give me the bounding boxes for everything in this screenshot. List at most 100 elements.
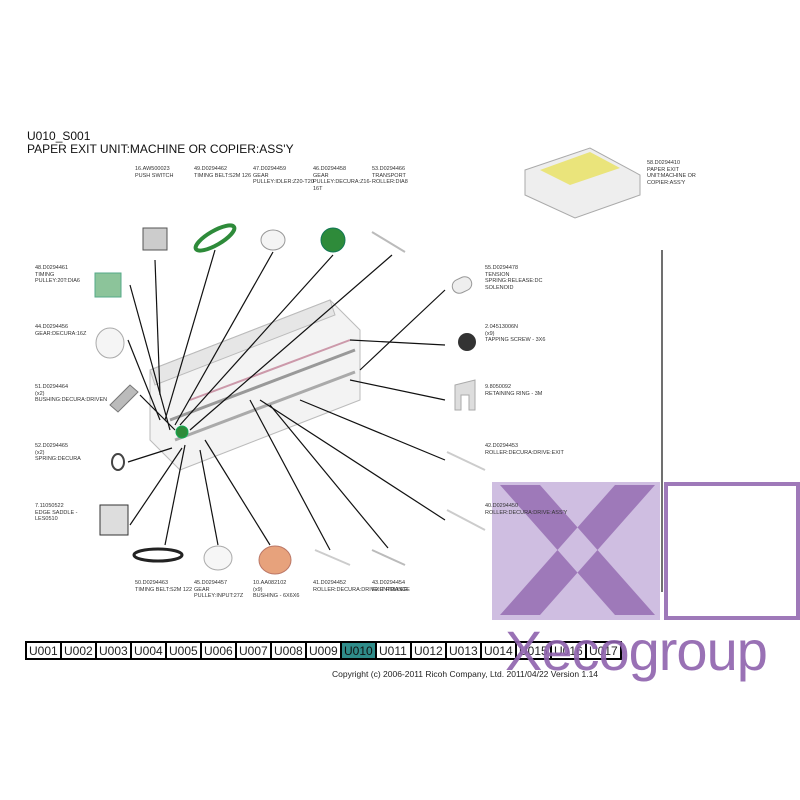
tab-u007[interactable]: U007	[236, 642, 271, 659]
part-number: 46.D0294458	[313, 166, 347, 172]
part-desc: TENSION SPRING:RELEASE:DC SOLENOID	[485, 271, 543, 291]
part-number: 9.8050092	[485, 384, 511, 390]
gear-pulley-green-icon	[320, 227, 346, 253]
part-label[interactable]: 52.D0294465(x2)SPRING:DECURA	[35, 443, 93, 463]
tab-u014[interactable]: U014	[481, 642, 516, 659]
roller-entrance-icon	[314, 549, 351, 566]
part-desc: ROLLER:DECURA:DRIVE:ENTRANCE	[313, 586, 410, 593]
tab-u005[interactable]: U005	[166, 642, 201, 659]
copyright-text: Copyright (c) 2006-2011 Ricoh Company, L…	[332, 669, 599, 679]
edge-saddle-icon	[99, 504, 129, 536]
part-desc: RETAINING RING - 3M	[485, 390, 543, 397]
part-qty: (x2)	[35, 390, 45, 397]
gear-pulley-input-icon	[203, 545, 233, 571]
tab-u004[interactable]: U004	[131, 642, 166, 659]
tab-u015[interactable]: U015	[516, 642, 551, 659]
part-label[interactable]: 51.D0294464(x2)BUSHING:DECURA:DRIVEN	[35, 384, 107, 404]
part-number: 43.D0294454	[372, 580, 406, 586]
part-desc: GEAR PULLEY:DECURA:Z16-16T	[313, 172, 372, 192]
part-number: 49.D0294462	[194, 166, 228, 172]
part-desc: TRANSPORT ROLLER:DIA8	[372, 172, 408, 186]
part-number: 2.04513006N	[485, 324, 519, 330]
part-qty: (x2)	[35, 449, 45, 456]
retaining-ring-icon	[454, 379, 476, 411]
part-qty: (x9)	[485, 330, 495, 337]
part-number: 42.D0294453	[485, 443, 519, 449]
part-number: 45.D0294457	[194, 580, 228, 586]
tab-u006[interactable]: U006	[201, 642, 236, 659]
push-switch-icon	[142, 227, 168, 251]
main-assembly-drawing	[149, 299, 361, 471]
tab-u012[interactable]: U012	[411, 642, 446, 659]
tapping-screw-icon	[458, 333, 476, 351]
part-number: 55.D0294478	[485, 265, 519, 271]
part-desc: ROLLER:DECURA:DRIVE:ASS'Y	[485, 509, 568, 516]
roller-icon	[371, 231, 406, 253]
bushing-orange-icon	[258, 545, 292, 575]
timing-belt-icon	[193, 223, 237, 253]
tab-u002[interactable]: U002	[61, 642, 96, 659]
part-desc: GEAR PULLEY:INPUT:27Z	[194, 586, 244, 600]
gear-pulley-icon	[260, 229, 286, 251]
tab-u016[interactable]: U016	[551, 642, 586, 659]
tab-u017[interactable]: U017	[586, 642, 621, 659]
watermark-logo	[492, 482, 800, 620]
tab-u008[interactable]: U008	[271, 642, 306, 659]
part-desc: BUSHING - 6X6X6	[253, 593, 300, 599]
part-number: 16.AW500023	[135, 166, 170, 172]
part-number: 44.D0294456	[35, 324, 69, 330]
part-label[interactable]: 2.04513006N(x9)TAPPING SCREW - 3X6	[485, 324, 547, 344]
part-number: 58.D0294410	[647, 160, 681, 166]
tab-u010[interactable]: U010	[341, 642, 376, 659]
part-label[interactable]: 10.AA082102(x9)BUSHING - 6X6X6	[253, 580, 315, 600]
tab-u011[interactable]: U011	[376, 642, 411, 659]
tab-u009[interactable]: U009	[306, 642, 341, 659]
timing-belt-black-icon	[132, 547, 184, 563]
tab-u013[interactable]: U013	[446, 642, 481, 659]
part-number: 48.D0294461	[35, 265, 69, 271]
part-number: 10.AA082102	[253, 580, 287, 586]
part-qty: (x9)	[253, 586, 263, 593]
part-desc: EXIT ROLLER	[372, 586, 408, 593]
tension-spring-icon	[451, 276, 473, 294]
bushing-icon	[109, 384, 139, 413]
spring-icon	[111, 453, 125, 471]
part-desc: GEAR PULLEY:IDLER:Z20-T20	[253, 172, 314, 186]
leader-lines	[127, 249, 663, 592]
tab-u001[interactable]: U001	[26, 642, 61, 659]
part-desc: TIMING PULLEY:20T:DIA6	[35, 271, 80, 285]
part-number: 50.D0294463	[135, 580, 169, 586]
part-desc: PUSH SWITCH	[135, 172, 174, 179]
part-desc: PAPER EXIT UNIT:MACHINE OR COPIER:ASS'Y	[647, 166, 696, 186]
page-heading: U010_S001 PAPER EXIT UNIT:MACHINE OR COP…	[27, 130, 294, 156]
part-icons	[94, 147, 641, 575]
part-number: 51.D0294464	[35, 384, 69, 390]
part-desc: GEAR:DECURA:16Z	[35, 330, 87, 337]
part-desc: BUSHING:DECURA:DRIVEN	[35, 397, 108, 403]
part-number: 52.D0294465	[35, 443, 69, 449]
part-number: 41.D0294452	[313, 580, 347, 586]
exit-roller-icon	[371, 549, 406, 566]
part-desc: SPRING:DECURA	[35, 456, 81, 462]
tab-u003[interactable]: U003	[96, 642, 131, 659]
part-desc: TIMING BELT:S2M 122	[135, 586, 193, 593]
